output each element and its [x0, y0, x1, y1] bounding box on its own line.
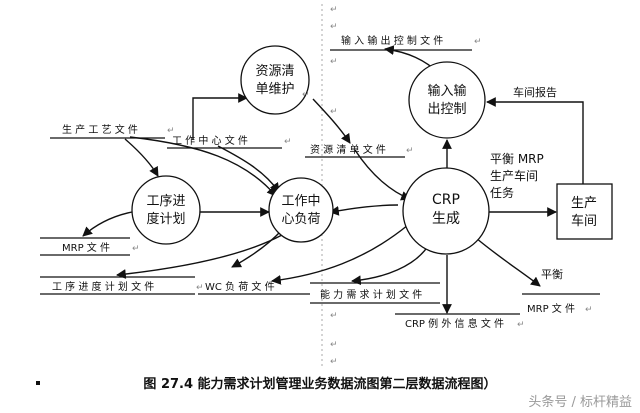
store-label: 输 入 输 出 控 制 文 件: [341, 34, 443, 47]
paragraph-mark: ↵: [196, 283, 204, 293]
entity-label-line-1: 生产: [571, 196, 597, 211]
store-label: 工 作 中 心 文 件: [172, 134, 248, 147]
flow-label-balance: 平衡: [541, 268, 563, 281]
store-mrp-file-right: MRP 文 件: [522, 293, 600, 315]
process-label-line-1: 资源清: [255, 64, 294, 79]
figure-caption: 图 27.4 能力需求计划管理业务数据流图第二层数据流程图）: [143, 376, 496, 392]
flow-process-doc-to-wc-load: [129, 136, 277, 197]
store-label: 能 力 需 求 计 划 文 件: [320, 288, 422, 301]
store-label: MRP 文 件: [527, 302, 575, 315]
paragraph-mark: ↵: [517, 320, 525, 330]
flow-label-balanced-line-2: 生产车间: [490, 168, 538, 183]
entity-production-workshop: 生产 车间: [556, 183, 613, 240]
flow-process-doc-to-schedule: [124, 138, 159, 177]
store-label: 生 产 工 艺 文 件: [62, 123, 138, 136]
entity-label-line-2: 车间: [571, 213, 597, 229]
store-process-document: 生 产 工 艺 文 件: [50, 123, 165, 139]
process-io-control: 输入输 出控制: [408, 61, 486, 139]
process-label-line-1: 工序进: [146, 194, 185, 209]
paragraph-mark: ↵: [330, 57, 338, 67]
flow-schedule-to-mrp-file: [82, 211, 133, 237]
paragraph-mark: ↵: [474, 37, 482, 47]
store-schedule-file: 工 序 进 度 计 划 文 件: [40, 276, 195, 295]
paragraph-mark: ↵: [302, 90, 310, 100]
flow-crp-to-mrp-right-file: [475, 237, 541, 287]
paragraph-mark: ↵: [330, 107, 338, 117]
process-label-line-1: 工作中: [281, 194, 320, 209]
flow-crp-to-wc-load: [329, 204, 399, 216]
process-label-line-2: 心负荷: [281, 212, 320, 227]
paragraph-mark: ↵: [284, 137, 292, 147]
flow-label-balanced-line-3: 任务: [490, 185, 514, 200]
flow-wc-file-to-wc-load: [217, 145, 280, 193]
store-label: CRP 例 外 信 息 文 件: [405, 317, 504, 330]
flow-label-workshop-report: 车间报告: [513, 85, 557, 99]
paragraph-mark: ↵: [330, 340, 338, 350]
paragraph-mark: ↵: [585, 305, 593, 315]
process-resource-list-maintenance: 资源清 单维护: [240, 45, 310, 115]
flow-wc-load-to-wc-file: [231, 229, 283, 268]
paragraph-mark: ↵: [330, 357, 338, 367]
process-crp-generation: CRP 生成: [402, 167, 490, 255]
store-label: MRP 文 件: [62, 241, 110, 254]
flow-label-balanced-line-1: 平衡 MRP: [490, 152, 544, 166]
process-label-line-2: 度计划: [146, 211, 185, 227]
caption-bullet: [36, 381, 40, 385]
flow-wc-load-to-schedule-file: [116, 234, 283, 279]
watermark: 头条号 / 标杆精益: [528, 394, 632, 410]
process-label-line-2: 单维护: [255, 82, 294, 97]
flow-crp-to-capacity-file: [351, 245, 429, 286]
process-label-line-2: 生成: [432, 211, 460, 227]
paragraph-mark: ↵: [330, 5, 338, 15]
process-label-line-2: 出控制: [427, 102, 466, 117]
store-capacity-plan-file: 能 力 需 求 计 划 文 件: [310, 282, 440, 304]
store-wc-load-file: WC 负 荷 文 件: [198, 280, 310, 295]
paragraph-mark: ↵: [330, 311, 338, 321]
paragraph-mark: ↵: [406, 146, 414, 156]
store-work-center-file: 工 作 中 心 文 件: [167, 134, 282, 149]
paragraph-mark: ↵: [132, 244, 140, 254]
flow-workshop-to-io-control: [486, 97, 584, 184]
paragraph-mark: ↵: [330, 22, 338, 32]
store-resource-list-file: 资 源 清 单 文 件: [305, 143, 405, 158]
paragraph-mark: ↵: [167, 126, 175, 136]
process-schedule: 工序进 度计划: [131, 175, 201, 245]
flow-crp-to-wc-file: [271, 224, 409, 285]
process-work-center-load: 工作中 心负荷: [268, 177, 334, 243]
store-label: WC 负 荷 文 件: [205, 280, 275, 293]
store-label: 资 源 清 单 文 件: [310, 143, 386, 156]
process-label-line-1: 输入输: [427, 83, 466, 99]
store-io-control-file: 输 入 输 出 控 制 文 件: [330, 34, 472, 51]
process-label-line-1: CRP: [432, 192, 460, 208]
flow-wc-file-to-resource-maint: [192, 93, 248, 140]
store-crp-exception-file: CRP 例 外 信 息 文 件: [395, 313, 520, 330]
flow-resource-maint-to-list-file: [312, 98, 351, 144]
store-label: 工 序 进 度 计 划 文 件: [52, 280, 154, 293]
store-mrp-file-left: MRP 文 件: [40, 237, 130, 256]
